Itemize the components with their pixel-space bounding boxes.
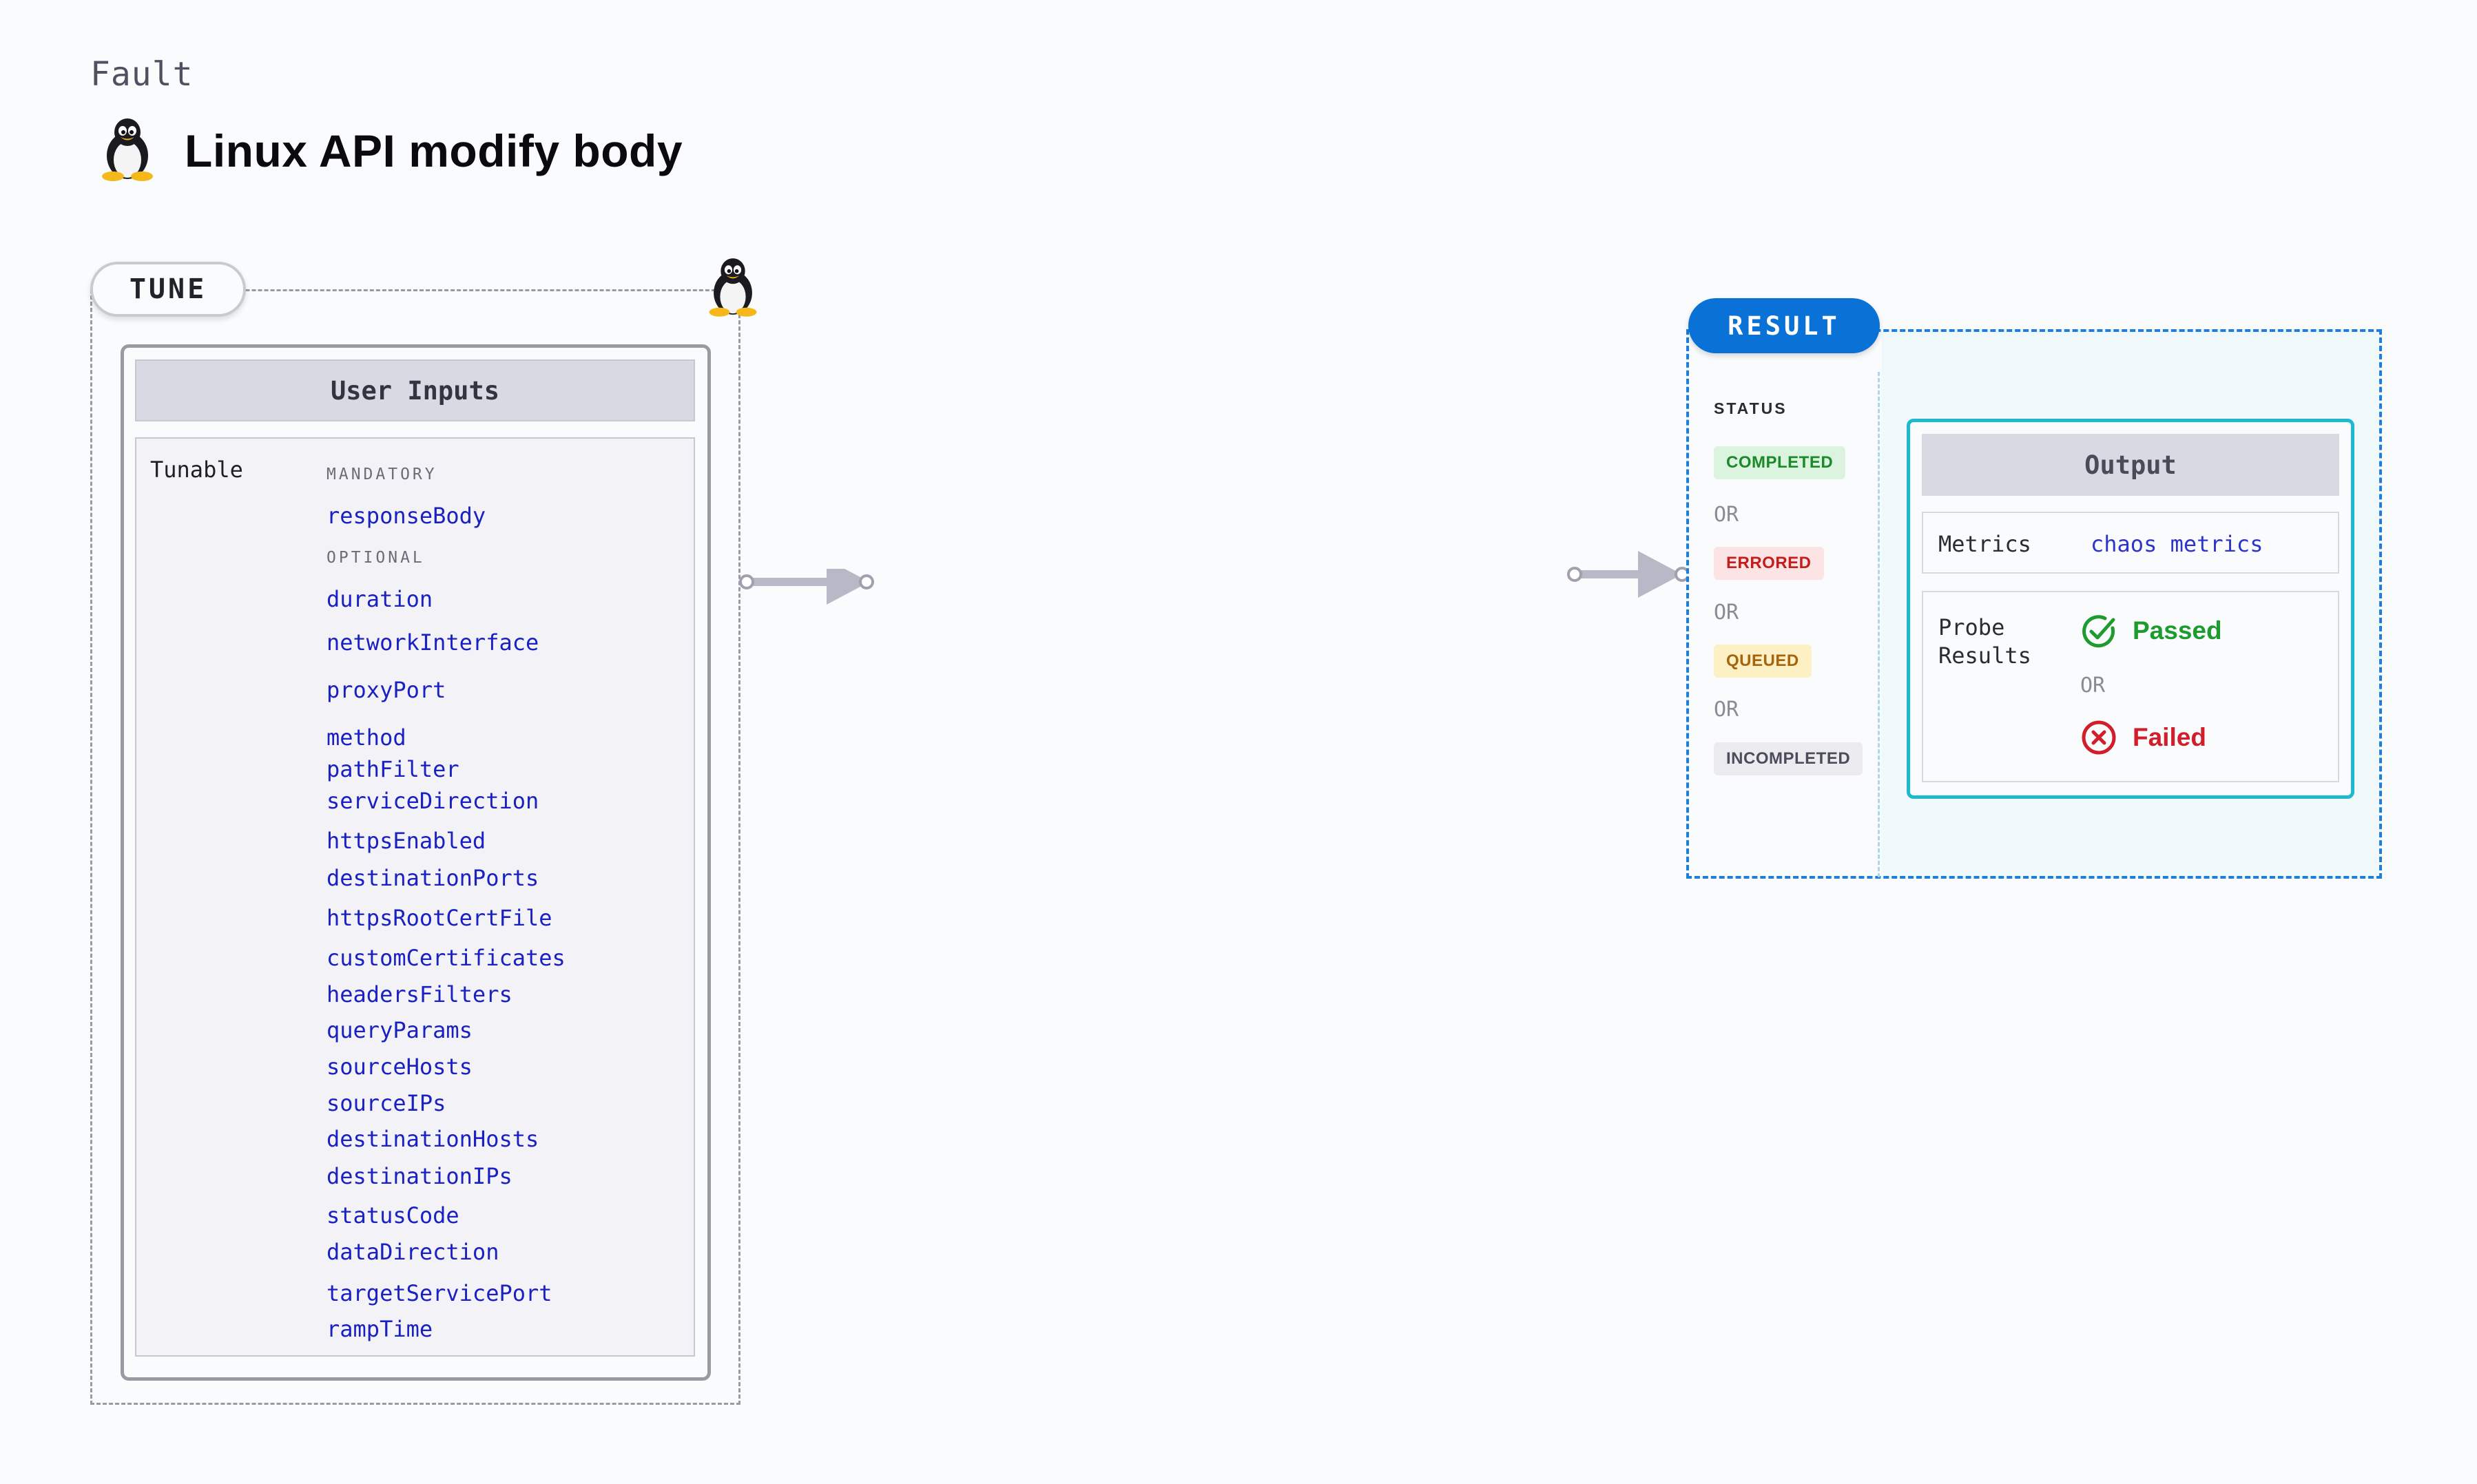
or-text: OR bbox=[2080, 673, 2106, 698]
param-item: responseBody bbox=[327, 503, 486, 529]
metrics-label: Metrics bbox=[1938, 531, 2031, 557]
param-item: rampTime bbox=[327, 1316, 433, 1342]
param-item: method bbox=[327, 724, 406, 751]
param-item: headersFilters bbox=[327, 981, 512, 1007]
param-item: httpsRootCertFile bbox=[327, 905, 552, 931]
or-text: OR bbox=[1714, 698, 1739, 722]
param-item: proxyPort bbox=[327, 677, 446, 703]
page-title: Linux API modify body bbox=[185, 125, 683, 176]
probe-results-row bbox=[1922, 591, 2339, 782]
or-text: OR bbox=[1714, 600, 1739, 625]
param-item: sourceHosts bbox=[327, 1054, 473, 1080]
param-item: duration bbox=[327, 586, 433, 612]
probe-label: Results bbox=[1938, 642, 2031, 669]
tune-pill: TUNE bbox=[90, 262, 246, 317]
tunable-label: Tunable bbox=[150, 457, 243, 483]
check-circle-icon bbox=[2080, 613, 2117, 654]
param-item: httpsEnabled bbox=[327, 828, 486, 854]
title-row: Linux API modify body bbox=[98, 116, 683, 185]
metrics-row bbox=[1922, 512, 2339, 574]
user-inputs-title: User Inputs bbox=[135, 359, 695, 421]
or-text: OR bbox=[1714, 503, 1739, 527]
result-input-arrow bbox=[1558, 548, 1696, 604]
fault-eyebrow: Fault bbox=[90, 55, 194, 94]
output-title: Output bbox=[1922, 434, 2339, 496]
mandatory-label: MANDATORY bbox=[327, 466, 437, 483]
param-item: dataDirection bbox=[327, 1239, 499, 1265]
metrics-value: chaos metrics bbox=[2091, 531, 2263, 557]
param-item: customCertificates bbox=[327, 945, 566, 971]
param-item: destinationHosts bbox=[327, 1126, 539, 1152]
param-item: pathFilter bbox=[327, 756, 459, 782]
optional-label: OPTIONAL bbox=[327, 549, 425, 567]
param-item: statusCode bbox=[327, 1202, 459, 1229]
tune-output-arrow bbox=[738, 559, 880, 625]
param-item: targetServicePort bbox=[327, 1280, 552, 1306]
status-badge-errored: ERRORED bbox=[1714, 547, 1824, 580]
probe-failed-label: Failed bbox=[2133, 723, 2206, 751]
user-inputs-body bbox=[135, 437, 695, 1357]
param-item: networkInterface bbox=[327, 629, 539, 656]
param-item: destinationIPs bbox=[327, 1163, 512, 1189]
x-circle-icon bbox=[2080, 719, 2117, 760]
result-divider bbox=[1878, 372, 1880, 877]
linux-tux-icon bbox=[705, 255, 760, 322]
probe-passed-label: Passed bbox=[2133, 616, 2222, 645]
linux-tux-icon bbox=[98, 116, 157, 185]
status-badge-completed: COMPLETED bbox=[1714, 446, 1846, 479]
param-item: sourceIPs bbox=[327, 1090, 446, 1116]
probe-label: Probe bbox=[1938, 614, 2005, 640]
param-item: queryParams bbox=[327, 1017, 473, 1043]
param-item: serviceDirection bbox=[327, 788, 539, 814]
status-badge-incompleted: INCOMPLETED bbox=[1714, 742, 1863, 775]
status-badge-queued: QUEUED bbox=[1714, 645, 1812, 678]
result-pill: RESULT bbox=[1688, 298, 1880, 353]
param-item: destinationPorts bbox=[327, 865, 539, 891]
status-label: STATUS bbox=[1714, 399, 1787, 417]
tune-container bbox=[90, 289, 740, 1405]
